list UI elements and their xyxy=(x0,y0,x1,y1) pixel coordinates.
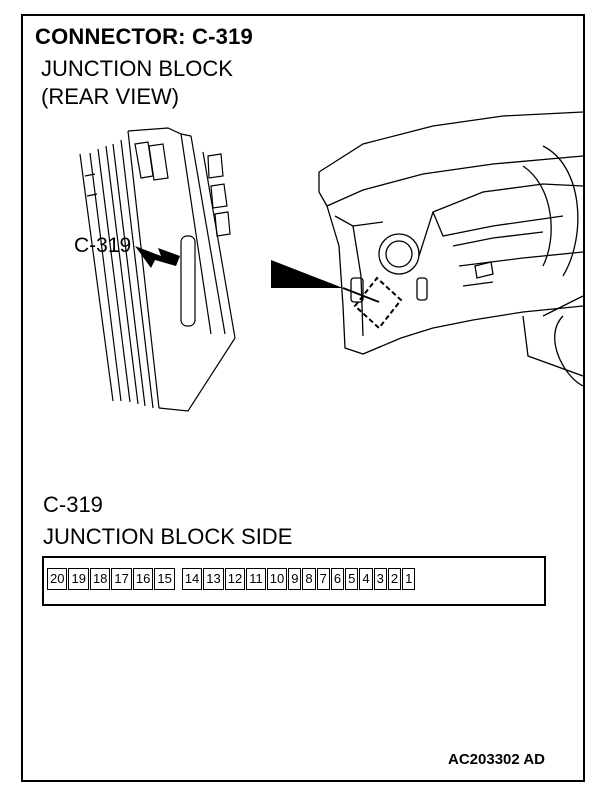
pin-cell: 1 xyxy=(402,568,416,590)
pin-cell: 8 xyxy=(302,568,316,590)
connector-pin-row: 20 19 18 17 16 15 14 13 12 11 10 9 8 7 6… xyxy=(47,568,416,592)
pin-cell: 17 xyxy=(111,568,132,590)
component-name: JUNCTION BLOCK xyxy=(41,56,233,81)
connector-id-label: C-319 xyxy=(43,492,103,517)
pin-cell: 12 xyxy=(224,568,246,590)
connector-side-label: JUNCTION BLOCK SIDE xyxy=(43,524,293,549)
junction-block-drawing xyxy=(79,127,236,412)
pin-cell: 19 xyxy=(68,568,89,590)
figure-code: AC203302 AD xyxy=(448,751,545,768)
connector-location-highlight xyxy=(353,276,403,330)
illustration xyxy=(79,111,583,412)
pin-cell: 10 xyxy=(266,568,288,590)
pin-cell: 16 xyxy=(132,568,154,590)
pin-cell: 14 xyxy=(181,568,203,590)
pin-cell: 15 xyxy=(154,568,175,590)
pin-cell: 7 xyxy=(316,568,330,590)
pin-cell: 18 xyxy=(89,568,111,590)
diagram-frame: CONNECTOR: C-319 JUNCTION BLOCK (REAR VI… xyxy=(21,14,585,782)
view-note: (REAR VIEW) xyxy=(41,84,180,109)
callout-arrow xyxy=(135,246,180,268)
pin-cell: 20 xyxy=(47,568,68,590)
dashboard-drawing xyxy=(318,111,583,387)
pin-cell: 2 xyxy=(387,568,402,590)
pointer-wedge xyxy=(271,260,343,288)
connector-callout-label: C-319 xyxy=(74,234,132,257)
pin-cell: 4 xyxy=(359,568,373,590)
pin-cell: 9 xyxy=(288,568,302,590)
pin-cell: 13 xyxy=(203,568,224,590)
connector-face-outline xyxy=(42,556,546,606)
pin-cell: 11 xyxy=(246,568,266,590)
pin-cell: 5 xyxy=(345,568,359,590)
page-title: CONNECTOR: C-319 xyxy=(35,24,253,49)
pin-cell: 6 xyxy=(330,568,345,590)
pin-cell: 3 xyxy=(373,568,387,590)
